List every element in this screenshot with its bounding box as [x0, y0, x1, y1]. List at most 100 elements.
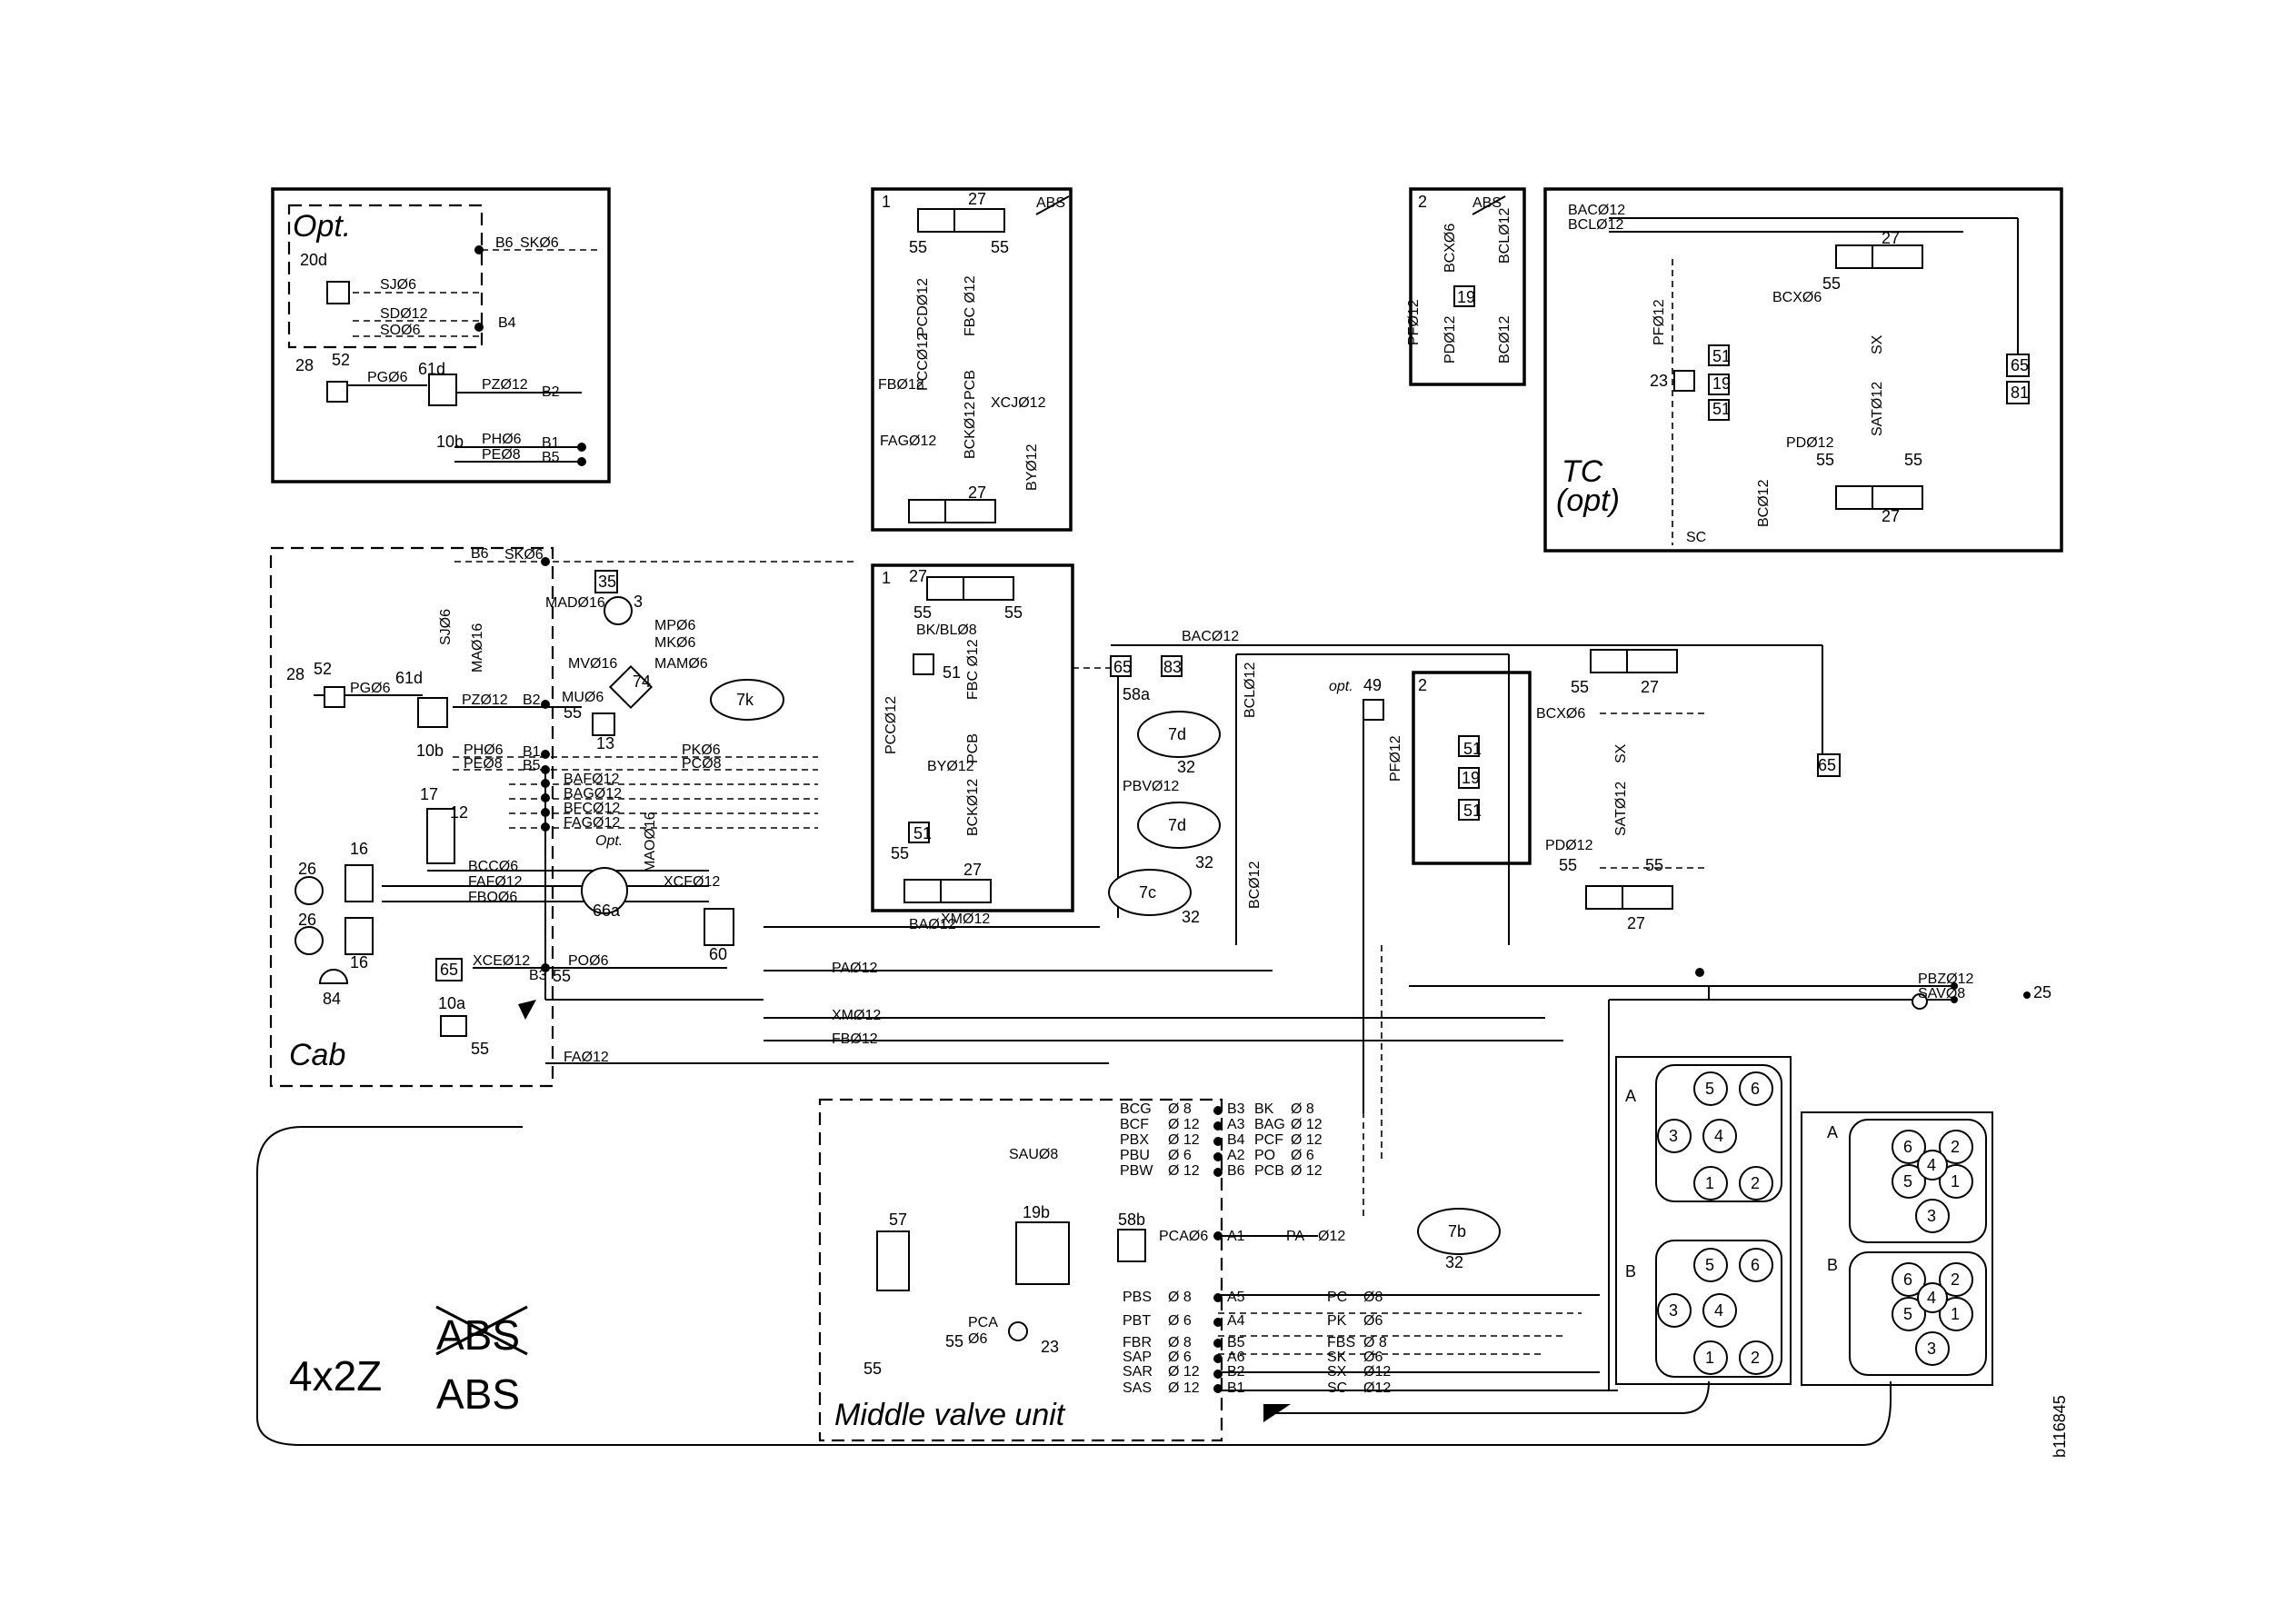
pin-left-a-4: 4	[1714, 1127, 1723, 1145]
line-pa: XMØ12	[832, 1008, 881, 1023]
comp-26-b: 26	[298, 911, 316, 929]
cab-title: Cab	[289, 1038, 345, 1072]
comp-58b: 58b	[1118, 1211, 1145, 1229]
mvu-b5: B5	[1227, 1335, 1245, 1350]
comp-81: 81	[2011, 384, 2029, 402]
cab-ports: B6 B4 B2 B1 B5 B6 B2 B1 B5 B3	[471, 235, 560, 983]
pin-left-b-1: 1	[1705, 1349, 1714, 1367]
line-bcc: BCCØ6	[468, 859, 518, 874]
pin-right-b-4: 4	[1927, 1289, 1936, 1307]
figure-id: b116845	[2051, 1395, 2069, 1458]
comp-7b: 7b	[1448, 1222, 1466, 1240]
mvu-pc: PC	[1327, 1290, 1347, 1305]
line-fbc-box1: FBØ12	[878, 377, 924, 393]
comp-10a: 10a	[438, 994, 466, 1012]
line-xce: POØ6	[568, 953, 609, 969]
line-bck-tc: BCLØ12	[1568, 217, 1623, 233]
config-label: 4x2Z	[289, 1352, 382, 1400]
comp-16-b: 16	[350, 953, 368, 971]
cab-arrow-icon	[518, 1000, 536, 1020]
abs-box-1-frame	[871, 187, 1073, 532]
comp-23-mvu: 23	[1041, 1338, 1059, 1356]
comp-55-box1-a: 55	[909, 238, 927, 256]
mvu-pcf-size: Ø 12	[1291, 1132, 1323, 1148]
line-fag-box1: FAGØ12	[880, 433, 936, 449]
line-by-box2: BCXØ6	[1442, 224, 1458, 273]
comp-19-box2b: 19	[1462, 769, 1480, 787]
line-pcd-box1b: FBC Ø12	[965, 639, 981, 700]
line-fbs: BYØ12	[927, 759, 974, 774]
comp-74: 74	[633, 673, 651, 691]
comp-49: 49	[1363, 676, 1382, 694]
line-fb-box1: PCDØ12	[915, 278, 931, 336]
abs-box-2b-frame	[1412, 671, 1532, 865]
line-bcl-box2: BCØ12	[1497, 315, 1512, 364]
port-b1-cab: B1	[523, 744, 541, 760]
comp-51-tc-b: 51	[1712, 400, 1731, 418]
comp-28-cab: 28	[286, 665, 304, 683]
pin-right-a-1: 1	[1951, 1172, 1960, 1191]
comp-60: 60	[709, 945, 727, 963]
comp-28-opt: 28	[295, 356, 314, 374]
pin-left-a-1: 1	[1705, 1174, 1714, 1192]
line-bcl-mid: BCØ12	[1247, 861, 1263, 909]
mvu-a2: A2	[1227, 1148, 1245, 1163]
line-sj-opt: SJØ6	[380, 277, 416, 293]
comp-32-a: 32	[1177, 758, 1195, 776]
comp-55-mvu-b: 55	[945, 1332, 963, 1350]
pin-right-b-3: 3	[1927, 1340, 1936, 1358]
mvu-port-dots	[474, 245, 2031, 1393]
comp-55-box1b-b: 55	[1004, 603, 1023, 622]
comp-7k: 7k	[736, 691, 754, 709]
comp-19-box2: 19	[1457, 288, 1475, 306]
comp-51-box1b-b: 51	[913, 824, 932, 842]
line-xm: FBØ12	[832, 1031, 878, 1047]
comp-19-tc: 19	[1712, 374, 1731, 393]
comp-55-cab-b: 55	[553, 967, 571, 985]
connector-block-left	[1615, 1056, 1792, 1385]
mvu-sas-size: Ø 12	[1168, 1380, 1200, 1396]
pin-right-b-1: 1	[1951, 1305, 1960, 1323]
line-pg-cab: PGØ6	[350, 681, 391, 696]
mvu-sx: SX	[1327, 1364, 1347, 1380]
line-ph-opt: PHØ6	[482, 432, 522, 447]
connector-left: A 5 6 3 4 1 2 B 5 6 3 4 1 2	[1625, 1064, 1782, 1378]
line-pa-mvu: XMØ12	[941, 912, 990, 927]
pin-right-a-6: 6	[1903, 1138, 1912, 1156]
opt-49-label: opt.	[1329, 679, 1353, 694]
comp-17: 17	[420, 785, 438, 803]
line-bac-box2: PDØ12	[1442, 315, 1458, 364]
mvu-pcf: PCF	[1254, 1132, 1283, 1148]
mvu-bcg-size: Ø 8	[1168, 1101, 1192, 1117]
line-bck-box2: BCLØ12	[1497, 208, 1512, 264]
pin-left-a-3: 3	[1669, 1127, 1678, 1145]
section-frames	[269, 187, 2063, 1442]
comp-3: 3	[634, 593, 643, 611]
line-pca-size: Ø6	[968, 1331, 987, 1347]
comp-55-cab: 55	[471, 1040, 489, 1058]
line-sd: SDØ12	[380, 306, 428, 322]
components	[294, 208, 2030, 1341]
line-bkbl-tc: PFØ12	[1652, 299, 1667, 345]
line-xcj: BACØ12	[1182, 629, 1239, 644]
section-titles: Opt. Cab Middle valve unit TC (opt) 1 1 …	[289, 193, 2069, 1458]
opt-title: Opt.	[293, 209, 351, 244]
comp-57: 57	[889, 1211, 907, 1229]
pin-right-b-6: 6	[1903, 1270, 1912, 1289]
pin-left-b-6: 6	[1751, 1256, 1760, 1274]
line-bac-tc: PDØ12	[1786, 435, 1834, 451]
comp-32-b: 32	[1195, 853, 1213, 872]
comp-66a: 66a	[593, 902, 621, 920]
comp-27-box1b: 27	[909, 567, 927, 585]
pin-left-a-2: 2	[1751, 1174, 1760, 1192]
mvu-fbr-size: Ø 8	[1168, 1335, 1192, 1350]
line-sx: SAVØ8	[1918, 986, 1965, 1001]
comp-84: 84	[323, 990, 341, 1008]
component-labels: 20d 28 52 61d 10b 35 3 74 13 7k 17 16 16…	[286, 190, 2051, 1378]
mvu-pc-size: Ø8	[1363, 1290, 1383, 1305]
line-pd-tc: SATØ12	[1870, 382, 1885, 436]
comp-27-tc: 27	[1882, 229, 1900, 247]
mvu-sap-size: Ø 6	[1168, 1350, 1192, 1365]
pin-left-b-5: 5	[1705, 1256, 1714, 1274]
mvu-a3: A3	[1227, 1117, 1245, 1132]
